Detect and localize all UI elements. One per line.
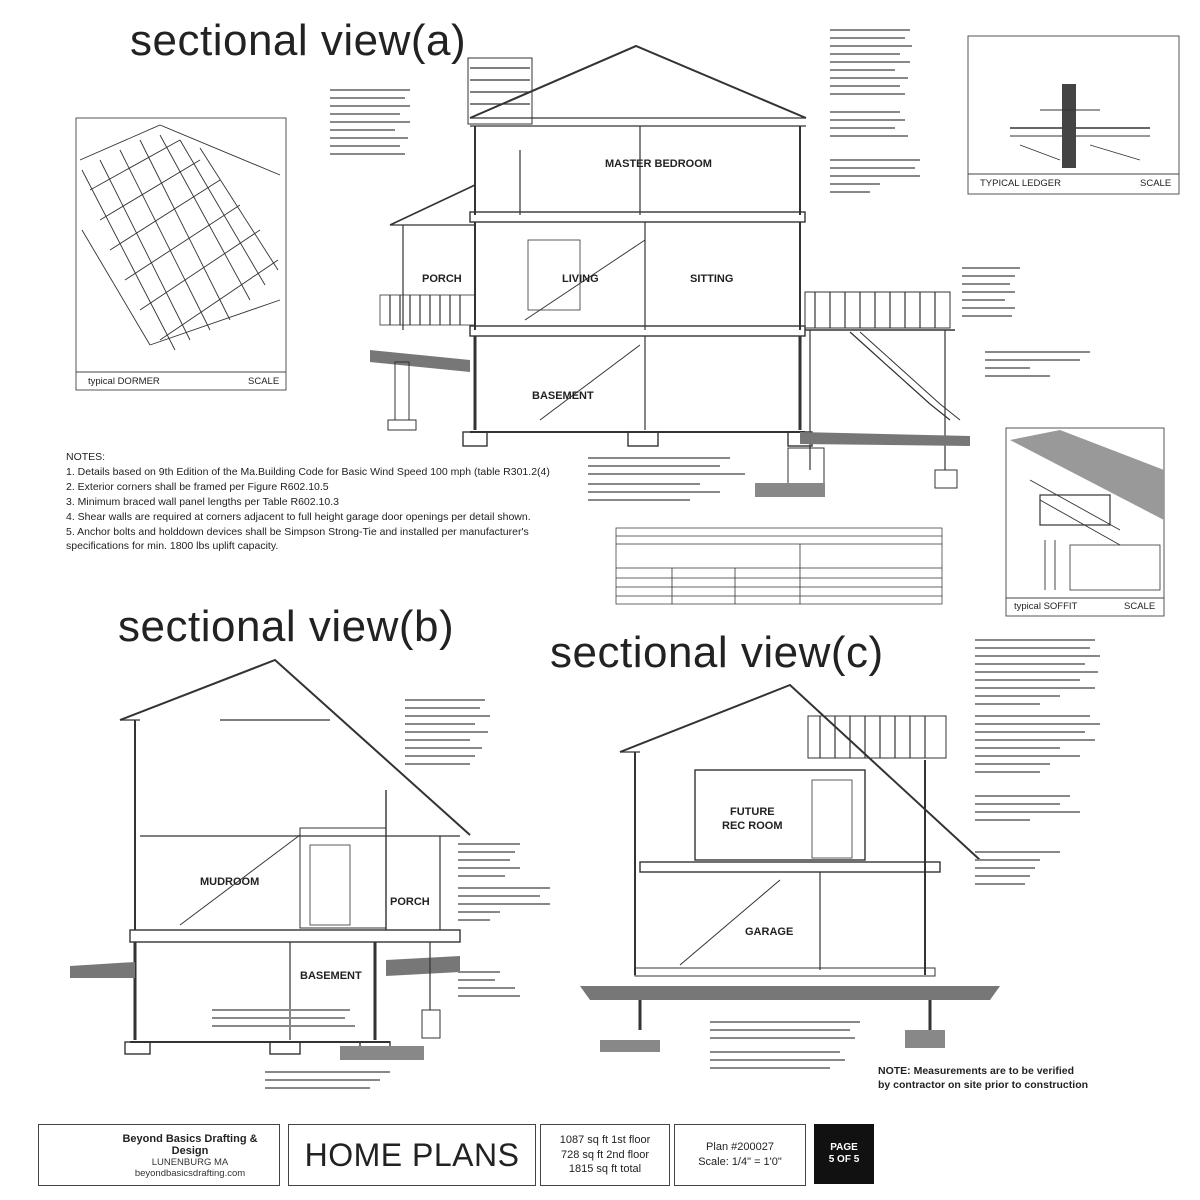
note-item: 5. Anchor bolts and holddown devices sha…: [66, 525, 529, 553]
room-label-mudroom: MUDROOM: [200, 876, 260, 888]
room-label-living: LIVING: [562, 273, 599, 285]
callout-text-blocks: [212, 29, 1100, 1089]
title-block-title: HOME PLANS: [288, 1124, 536, 1186]
ledger-scale-label: SCALE: [1140, 178, 1172, 189]
area-first-floor: 1087 sq ft 1st floor: [559, 1133, 651, 1146]
room-label-porch-a: PORCH: [422, 273, 462, 285]
soffit-detail-drawing: [1005, 427, 1165, 617]
page-label: PAGE: [830, 1141, 858, 1153]
room-label-future-rec-room-line1: FUTURE: [730, 806, 775, 818]
general-notes: NOTES: 1. Details based on 9th Edition o…: [66, 450, 556, 554]
title-block-area: 1087 sq ft 1st floor 728 sq ft 2nd floor…: [540, 1124, 670, 1186]
section-c-title: sectional view(c): [550, 628, 884, 677]
ledger-detail-drawing: [967, 35, 1180, 195]
room-label-basement-a: BASEMENT: [532, 390, 594, 402]
company-name: Beyond Basics Drafting & Design: [122, 1133, 258, 1157]
area-second-floor: 728 sq ft 2nd floor: [560, 1148, 650, 1161]
dormer-detail-drawing: [75, 117, 287, 391]
bracing-table-drawing: [615, 527, 943, 605]
ledger-caption: TYPICAL LEDGER: [980, 178, 1061, 189]
company-location: LUNENBURG MA: [151, 1157, 229, 1168]
section-b-drawing: [70, 658, 471, 1060]
measurement-note-line1: NOTE: Measurements are to be verified: [878, 1065, 1075, 1077]
plan-scale: Scale: 1/4" = 1'0": [698, 1156, 782, 1168]
measurement-note-line2: by contractor on site prior to construct…: [878, 1079, 1089, 1092]
title-block-plan-info: Plan #200027 Scale: 1/4" = 1'0": [674, 1124, 806, 1186]
room-label-future-rec-room-line2: REC ROOM: [722, 820, 783, 832]
room-label-sitting: SITTING: [690, 273, 734, 285]
section-a-drawing: [370, 44, 970, 497]
note-item: 2. Exterior corners shall be framed per …: [66, 480, 329, 493]
plan-title: HOME PLANS: [304, 1136, 520, 1173]
room-label-garage: GARAGE: [745, 926, 794, 938]
page-count: 5 OF 5: [828, 1154, 860, 1165]
measurement-note: NOTE: Measurements are to be verified by…: [878, 1064, 1118, 1092]
section-c-drawing: [580, 683, 1000, 1052]
soffit-caption: typical SOFFIT: [1014, 601, 1078, 612]
section-a-title: sectional view(a): [130, 16, 467, 65]
note-item: 4. Shear walls are required at corners a…: [66, 510, 531, 523]
soffit-scale-label: SCALE: [1124, 601, 1156, 612]
area-total: 1815 sq ft total: [568, 1163, 642, 1176]
title-block-company: Beyond Basics Drafting & Design LUNENBUR…: [38, 1124, 280, 1186]
dormer-scale-label: SCALE: [248, 376, 280, 387]
company-website: beyondbasicsdrafting.com: [134, 1168, 246, 1179]
section-b-title: sectional view(b): [118, 602, 455, 651]
note-item: 3. Minimum braced wall panel lengths per…: [66, 495, 339, 508]
note-item: 1. Details based on 9th Edition of the M…: [66, 465, 550, 478]
notes-heading: NOTES:: [66, 451, 106, 463]
dormer-caption: typical DORMER: [88, 376, 160, 387]
page-number-badge: PAGE 5 OF 5: [814, 1124, 874, 1184]
room-label-basement-b: BASEMENT: [300, 970, 362, 982]
room-label-master-bedroom: MASTER BEDROOM: [605, 158, 712, 170]
plan-number: Plan #200027: [706, 1141, 774, 1154]
room-label-porch-b: PORCH: [390, 896, 430, 908]
